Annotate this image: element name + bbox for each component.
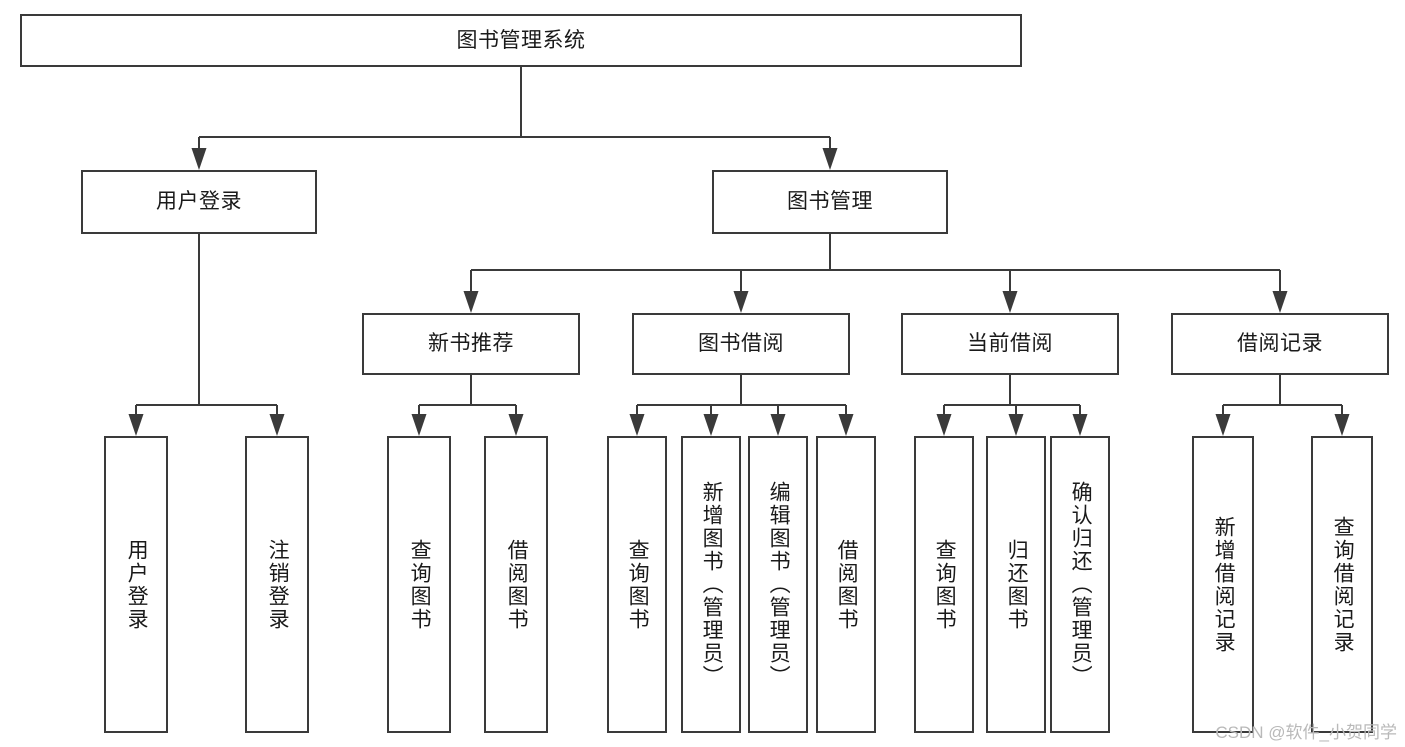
node-user-login-label: 用户登录 xyxy=(156,190,242,214)
node-leaf-confirm-return-admin-label: 确认归还（管理员） xyxy=(1069,481,1093,688)
node-leaf-query-book-cur[interactable]: 查询图书 xyxy=(914,436,974,733)
node-leaf-borrow-book-label: 借阅图书 xyxy=(835,538,859,631)
node-leaf-query-borrow-record-label: 查询借阅记录 xyxy=(1331,515,1355,654)
node-leaf-edit-book-admin-label: 编辑图书（管理员） xyxy=(767,481,791,688)
node-current-borrow-label: 当前借阅 xyxy=(967,332,1053,356)
node-borrow-record[interactable]: 借阅记录 xyxy=(1171,313,1389,375)
node-leaf-query-book-borrow-label: 查询图书 xyxy=(626,538,650,631)
node-leaf-add-borrow-record-label: 新增借阅记录 xyxy=(1212,515,1236,654)
node-leaf-edit-book-admin[interactable]: 编辑图书（管理员） xyxy=(748,436,808,733)
node-leaf-query-book-cur-label: 查询图书 xyxy=(933,538,957,631)
node-leaf-query-borrow-record[interactable]: 查询借阅记录 xyxy=(1311,436,1373,733)
node-user-login[interactable]: 用户登录 xyxy=(81,170,317,234)
node-leaf-add-book-admin-label: 新增图书（管理员） xyxy=(700,481,724,688)
node-root-label: 图书管理系统 xyxy=(456,28,586,52)
node-leaf-logout-login[interactable]: 注销登录 xyxy=(245,436,309,733)
node-leaf-query-book-borrow[interactable]: 查询图书 xyxy=(607,436,667,733)
node-leaf-logout-login-label: 注销登录 xyxy=(266,538,290,631)
node-root[interactable]: 图书管理系统 xyxy=(20,14,1022,67)
node-leaf-user-login-label: 用户登录 xyxy=(125,538,149,631)
node-leaf-return-book-label: 归还图书 xyxy=(1005,538,1029,631)
node-leaf-borrow-book-rec[interactable]: 借阅图书 xyxy=(484,436,548,733)
node-leaf-add-book-admin[interactable]: 新增图书（管理员） xyxy=(681,436,741,733)
node-borrow-record-label: 借阅记录 xyxy=(1237,332,1323,356)
node-leaf-return-book[interactable]: 归还图书 xyxy=(986,436,1046,733)
node-book-borrow-label: 图书借阅 xyxy=(698,332,784,356)
node-current-borrow[interactable]: 当前借阅 xyxy=(901,313,1119,375)
node-leaf-borrow-book-rec-label: 借阅图书 xyxy=(505,538,529,631)
node-book-manage-label: 图书管理 xyxy=(787,190,873,214)
node-book-manage[interactable]: 图书管理 xyxy=(712,170,948,234)
node-new-book-recommend-label: 新书推荐 xyxy=(428,332,514,356)
watermark: CSDN @软件_小贺同学 xyxy=(1215,723,1397,742)
node-leaf-confirm-return-admin[interactable]: 确认归还（管理员） xyxy=(1050,436,1110,733)
node-leaf-add-borrow-record[interactable]: 新增借阅记录 xyxy=(1192,436,1254,733)
node-leaf-user-login[interactable]: 用户登录 xyxy=(104,436,168,733)
node-leaf-borrow-book[interactable]: 借阅图书 xyxy=(816,436,876,733)
node-leaf-query-book-rec[interactable]: 查询图书 xyxy=(387,436,451,733)
node-leaf-query-book-rec-label: 查询图书 xyxy=(408,538,432,631)
node-new-book-recommend[interactable]: 新书推荐 xyxy=(362,313,580,375)
node-book-borrow[interactable]: 图书借阅 xyxy=(632,313,850,375)
